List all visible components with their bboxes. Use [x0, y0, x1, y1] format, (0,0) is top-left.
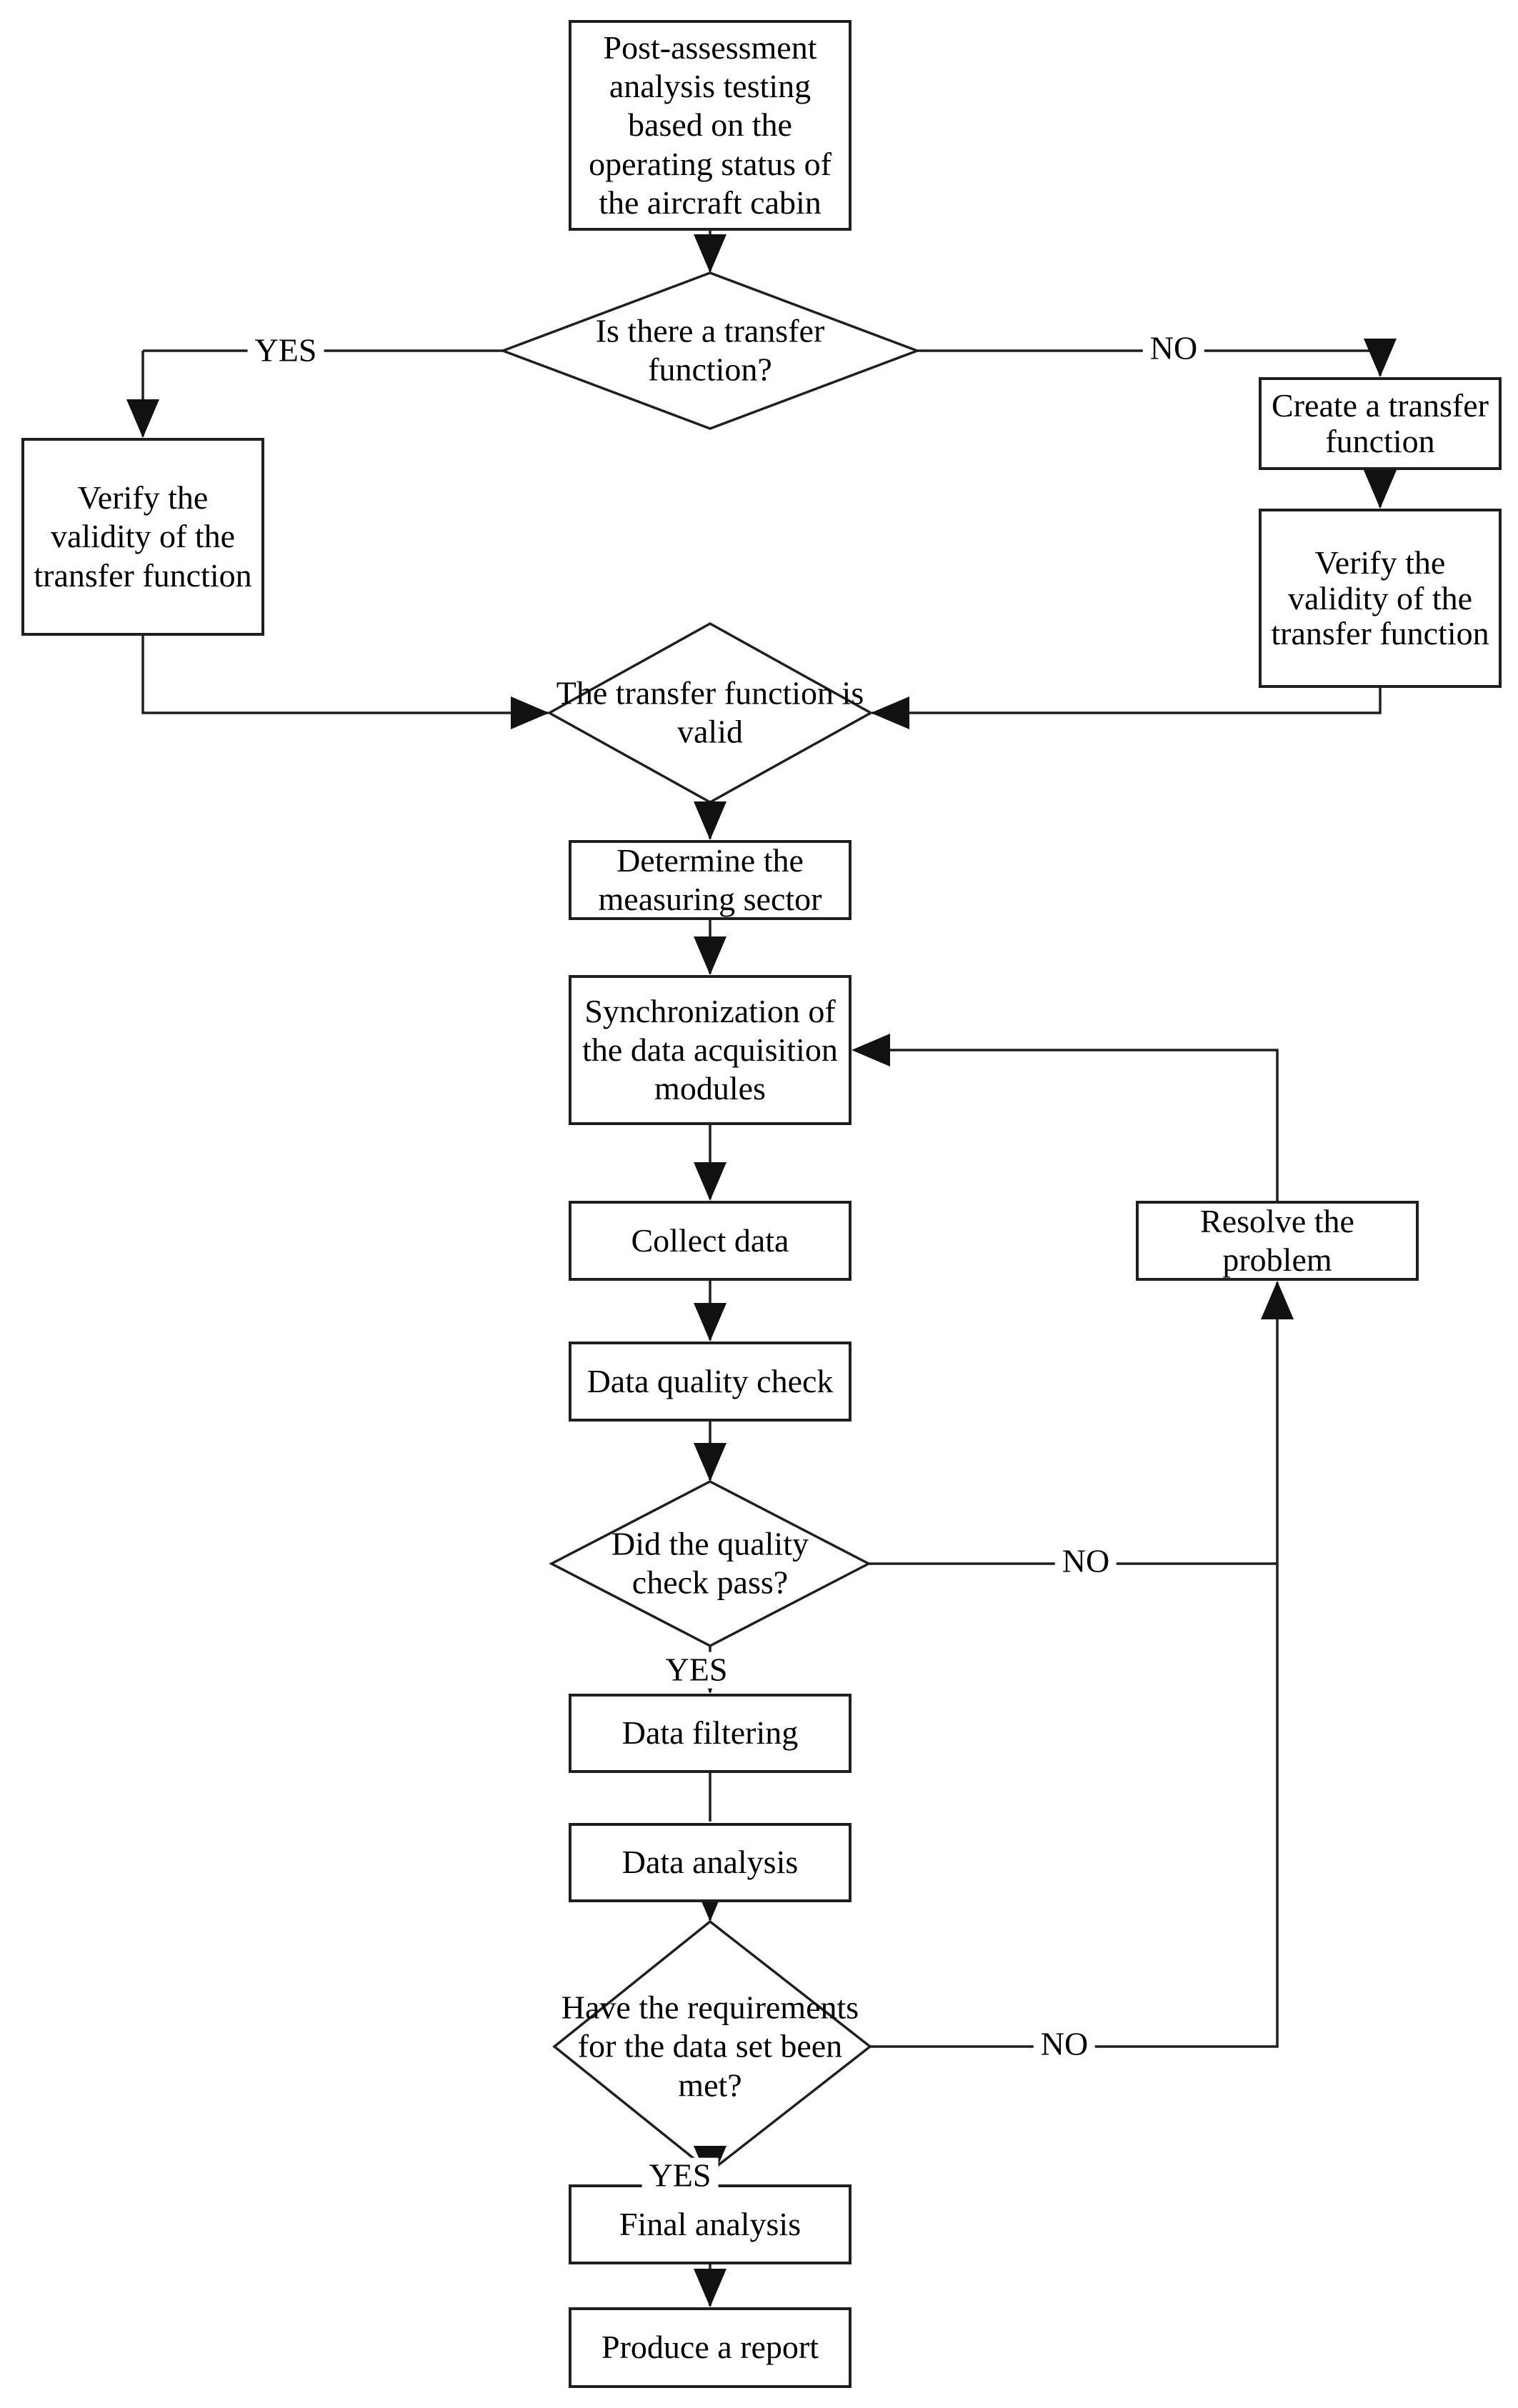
- node-create-transfer-function: Create a transfer function: [1259, 377, 1502, 470]
- node-data-filtering: Data filtering: [569, 1694, 852, 1773]
- branch-label-no-has-tf: NO: [1142, 330, 1205, 367]
- node-verify-validity-right: Verify the validity of the transfer func…: [1259, 509, 1502, 688]
- node-final-analysis: Final analysis: [569, 2184, 852, 2264]
- node-verify-validity-left: Verify the validity of the transfer func…: [21, 438, 264, 636]
- decision-label-requirements-met: Have the requirements for the data set b…: [561, 1989, 859, 2104]
- arrowhead-into-determine: [694, 801, 726, 840]
- node-data-quality-check: Data quality check: [569, 1342, 852, 1422]
- arrowhead-into-valid-left: [511, 696, 549, 729]
- arrowhead-into-report: [694, 2269, 726, 2307]
- decision-label-transfer-function-valid: The transfer function is valid: [556, 674, 864, 750]
- decision-quality-check-pass: [549, 1480, 872, 1647]
- edge-requirements-no-feedback: [870, 1282, 1279, 2048]
- branch-label-yes-has-tf: YES: [247, 332, 324, 369]
- node-synchronization: Synchronization of the data acquisition …: [569, 975, 852, 1125]
- edge-resolve-to-sync: [856, 1049, 1279, 1201]
- node-produce-report: Produce a report: [569, 2307, 852, 2388]
- arrowhead-into-quality: [694, 1303, 726, 1342]
- arrowhead-into-create: [1364, 339, 1397, 377]
- decision-label-has-transfer-function: Is there a transfer function?: [595, 312, 825, 388]
- edge-verifyright-to-valid: [872, 688, 1382, 714]
- branch-label-no-check-pass: NO: [1054, 1543, 1117, 1580]
- arrowhead-into-resolve: [1261, 1281, 1294, 1319]
- node-resolve-problem: Resolve the problem: [1136, 1201, 1419, 1281]
- node-collect-data: Collect data: [569, 1201, 852, 1281]
- arrowhead-into-collect: [694, 1162, 726, 1201]
- branch-label-yes-check-pass: YES: [658, 1652, 735, 1689]
- arrowhead-into-has-tf: [694, 234, 726, 273]
- branch-label-yes-requirements: YES: [641, 2157, 719, 2194]
- decision-label-quality-check-pass: Did the quality check pass?: [611, 1525, 809, 1601]
- arrowhead-into-checkpass: [694, 1443, 726, 1482]
- arrowhead-into-verify-left: [126, 399, 159, 438]
- decision-has-transfer-function: [499, 271, 921, 430]
- node-determine-measuring-sector: Determine the measuring sector: [569, 840, 852, 920]
- arrowhead-into-sync-right: [852, 1034, 890, 1066]
- arrowhead-into-sync-top: [694, 936, 726, 975]
- branch-label-no-requirements: NO: [1033, 2026, 1096, 2063]
- arrowhead-into-valid-right: [871, 696, 909, 729]
- node-data-analysis: Data analysis: [569, 1823, 852, 1902]
- arrowhead-into-verify-right: [1364, 470, 1397, 509]
- edge-verifyleft-to-valid: [141, 636, 548, 714]
- node-start: Post-assessment analysis testing based o…: [569, 20, 852, 231]
